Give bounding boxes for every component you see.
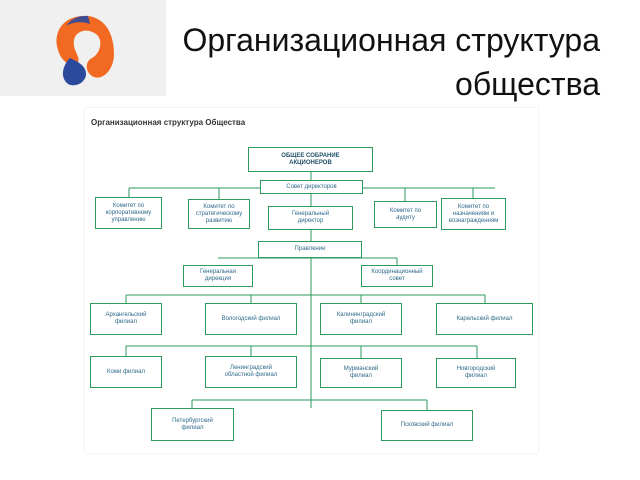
slide-title: Организационная структура общества bbox=[182, 22, 600, 102]
chart-heading: Организационная структура Общества bbox=[91, 118, 246, 127]
node-branch-komi: Коми филиал bbox=[90, 356, 162, 388]
node-shareholders: ОБЩЕЕ СОБРАНИЕ АКЦИОНЕРОВ bbox=[248, 147, 373, 172]
node-branch-karelia: Карельский филиал bbox=[436, 303, 533, 335]
node-committee-governance: Комитет по корпоративному управлению bbox=[95, 197, 162, 229]
logo-area bbox=[0, 0, 166, 96]
node-branch-murmansk: Мурманский филиал bbox=[320, 358, 402, 388]
node-management-board: Правление bbox=[258, 241, 362, 258]
node-committee-audit: Комитет по аудиту bbox=[374, 201, 437, 228]
node-branch-pskov: Псковский филиал bbox=[381, 410, 473, 441]
node-general-directorate: Генеральная дирекция bbox=[183, 265, 253, 287]
node-branch-arkhangelsk: Архангельский филиал bbox=[90, 303, 162, 335]
node-branch-vologda: Вологодский филиал bbox=[205, 303, 297, 335]
node-branch-novgorod: Новгородский филиал bbox=[436, 358, 516, 388]
node-branch-leningrad: Ленинградский областной филиал bbox=[205, 356, 297, 388]
node-branch-petersburg: Петербургский филиал bbox=[151, 408, 234, 441]
node-branch-kaliningrad: Калининградский филиал bbox=[320, 303, 402, 335]
node-committee-nominations: Комитет по назначениям и вознаграждениям bbox=[441, 198, 506, 230]
node-general-director: Генеральный директор bbox=[268, 206, 353, 230]
rostelecom-logo-icon bbox=[56, 15, 114, 86]
node-coordination-council: Координационный совет bbox=[361, 265, 433, 287]
node-board: Совет директоров bbox=[260, 180, 363, 194]
org-chart: Организационная структура Общества ОБЩЕЕ… bbox=[85, 108, 538, 453]
node-committee-strategy: Комитет по стратегическому развитию bbox=[188, 199, 250, 229]
